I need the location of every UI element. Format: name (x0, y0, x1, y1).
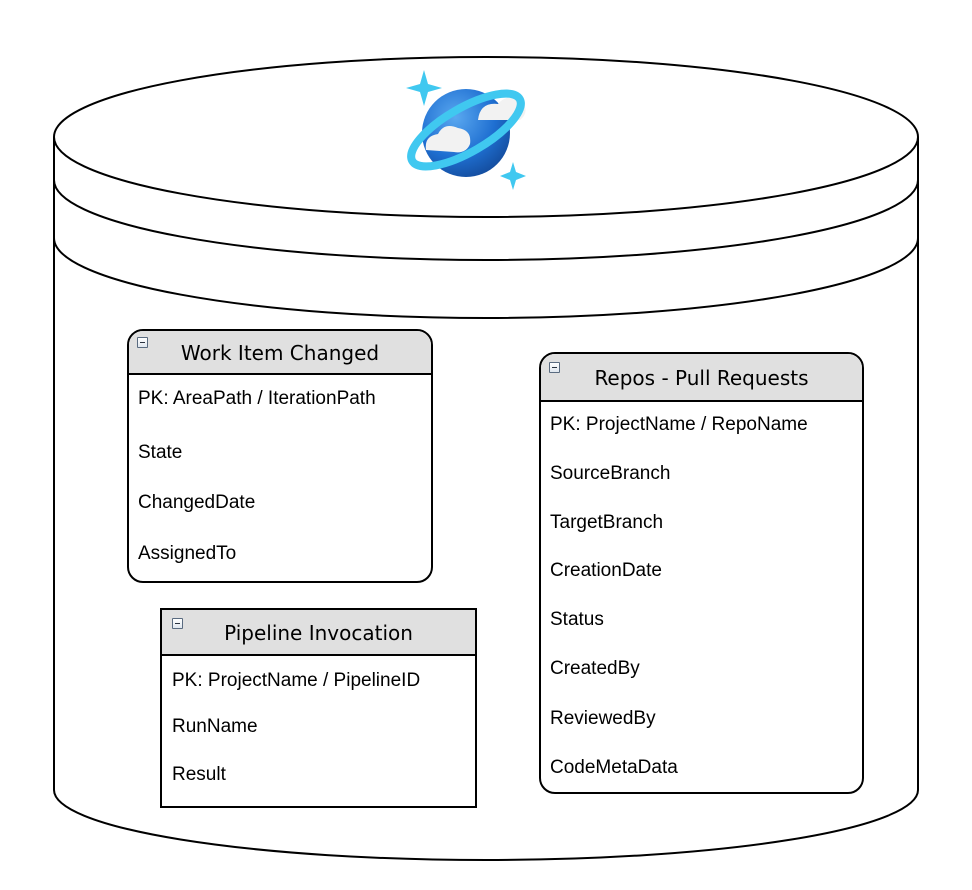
entity-header: Work Item Changed (129, 331, 431, 375)
entity-field: AssignedTo (138, 543, 237, 564)
azure-cosmos-db-icon (406, 70, 526, 190)
entity-field: CreationDate (550, 560, 662, 581)
cylinder-band-1 (53, 179, 919, 261)
entity-field: State (138, 442, 183, 463)
entity-title: Repos - Pull Requests (594, 366, 809, 390)
entity-title: Work Item Changed (180, 341, 380, 365)
entity-repos-pull-requests: Repos - Pull Requests PK: ProjectName / … (539, 352, 864, 794)
entity-field: Status (550, 609, 604, 630)
entity-field: RunName (172, 716, 258, 737)
entity-field: PK: ProjectName / RepoName (550, 414, 808, 435)
entity-field: PK: AreaPath / IterationPath (138, 388, 376, 409)
entity-field: CreatedBy (550, 658, 640, 679)
collapse-icon[interactable] (172, 618, 183, 629)
entity-field: SourceBranch (550, 463, 671, 484)
entity-field: Result (172, 764, 226, 785)
entity-field: PK: ProjectName / PipelineID (172, 670, 421, 691)
entity-field: ReviewedBy (550, 708, 656, 729)
entity-field: ChangedDate (138, 492, 256, 513)
entity-header: Repos - Pull Requests (541, 354, 862, 402)
collapse-icon[interactable] (137, 337, 148, 348)
cylinder-band-2 (53, 237, 919, 319)
entity-header: Pipeline Invocation (162, 610, 475, 656)
entity-pipeline-invocation: Pipeline Invocation PK: ProjectName / Pi… (160, 608, 477, 808)
entity-title: Pipeline Invocation (224, 621, 413, 645)
collapse-icon[interactable] (549, 362, 560, 373)
entity-field: CodeMetaData (550, 757, 678, 778)
entity-work-item-changed: Work Item Changed PK: AreaPath / Iterati… (127, 329, 433, 583)
entity-field: TargetBranch (550, 512, 664, 533)
